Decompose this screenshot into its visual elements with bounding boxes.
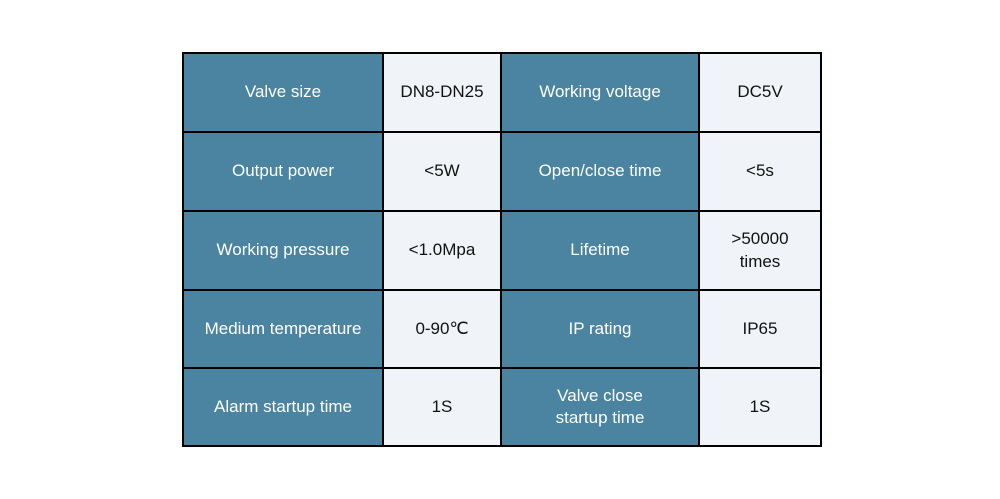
spec-label-cell: Output power [182,131,384,212]
spec-value-cell: DN8-DN25 [382,52,502,133]
spec-value-cell: 0-90℃ [382,289,502,369]
spec-label-cell: Working voltage [500,52,700,133]
table-row: Valve size DN8-DN25 Working voltage DC5V [182,52,822,133]
spec-label-cell: Valve close startup time [500,367,700,447]
spec-value-cell: 1S [382,367,502,447]
spec-table: Valve size DN8-DN25 Working voltage DC5V… [182,52,822,447]
table-row: Output power <5W Open/close time <5s [182,131,822,212]
spec-label-cell: IP rating [500,289,700,369]
spec-label-cell: Alarm startup time [182,367,384,447]
table-row: Medium temperature 0-90℃ IP rating IP65 [182,289,822,369]
spec-value-cell: <5s [698,131,822,212]
spec-label-cell: Lifetime [500,210,700,291]
spec-value-cell: 1S [698,367,822,447]
spec-value-cell: IP65 [698,289,822,369]
spec-value-cell: <5W [382,131,502,212]
spec-label-cell: Medium temperature [182,289,384,369]
spec-label-cell: Open/close time [500,131,700,212]
table-row: Alarm startup time 1S Valve close startu… [182,367,822,447]
spec-label-cell: Working pressure [182,210,384,291]
spec-value-cell: DC5V [698,52,822,133]
table-row: Working pressure <1.0Mpa Lifetime >50000… [182,210,822,291]
spec-value-cell: >50000 times [698,210,822,291]
spec-label-cell: Valve size [182,52,384,133]
spec-value-cell: <1.0Mpa [382,210,502,291]
